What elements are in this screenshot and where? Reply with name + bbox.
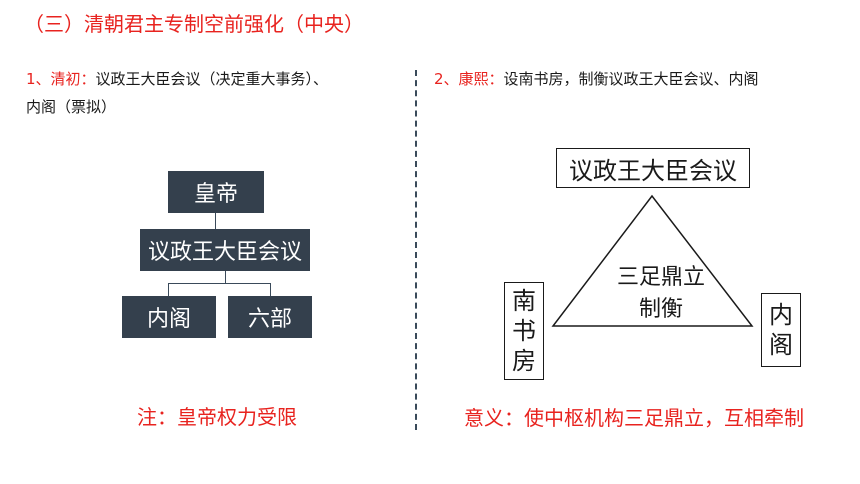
right-note: 意义：使中枢机构三足鼎立，互相牵制 <box>464 406 804 430</box>
connector-to-neige <box>168 283 169 296</box>
cabinet-char-2: 阁 <box>769 331 793 359</box>
south-study-char-1: 南 <box>512 287 536 315</box>
cabinet-char-1: 内 <box>769 301 793 329</box>
cabinet-box-right: 内 阁 <box>761 293 801 367</box>
connector-horizontal <box>168 283 271 284</box>
left-description: 1、清初：议政王大臣会议（决定重大事务）、 <box>26 68 328 89</box>
left-item-text: 议政王大臣会议（决定重大事务）、 <box>95 70 329 88</box>
south-study-char-2: 书 <box>512 317 536 345</box>
slide-title: （三）清朝君主专制空前强化（中央） <box>24 12 364 36</box>
left-note: 注：皇帝权力受限 <box>137 405 297 429</box>
column-divider <box>415 70 417 430</box>
triangle-label-line2: 制衡 <box>638 297 683 322</box>
cabinet-box: 内阁 <box>122 296 216 338</box>
connector-to-liubu <box>270 283 271 296</box>
connector-council-down <box>225 271 226 283</box>
emperor-box: 皇帝 <box>168 171 264 213</box>
south-study-char-3: 房 <box>512 347 536 375</box>
left-item-prefix: 1、清初： <box>26 70 96 88</box>
connector-emperor-council <box>215 213 216 229</box>
left-description-line2: 内阁（票拟） <box>26 98 117 116</box>
council-box-right: 议政王大臣会议 <box>556 148 750 188</box>
south-study-box: 南 书 房 <box>504 282 544 380</box>
right-item-prefix: 2、康熙： <box>434 70 504 88</box>
triangle-shape <box>551 194 754 327</box>
triangle-label-line1: 三足鼎立 <box>616 265 705 290</box>
six-ministries-box: 六部 <box>228 296 312 338</box>
right-item-text: 设南书房，制衡议政王大臣会议、内阁 <box>503 70 759 88</box>
council-box: 议政王大臣会议 <box>140 229 310 271</box>
right-description: 2、康熙：设南书房，制衡议政王大臣会议、内阁 <box>434 68 759 89</box>
